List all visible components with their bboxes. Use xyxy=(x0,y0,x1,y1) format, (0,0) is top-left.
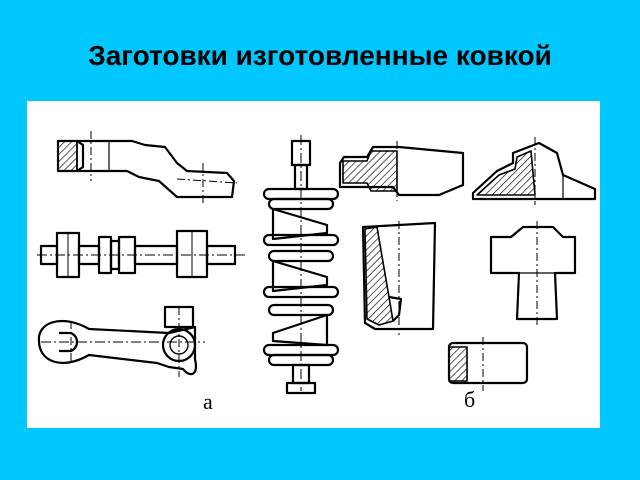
cylindrical-billet-forging xyxy=(447,337,529,391)
group-b-label: б xyxy=(464,387,476,412)
forging-drawing-panel: а б xyxy=(27,101,600,428)
forgings-diagram xyxy=(37,131,597,395)
stepped-shaft-forging xyxy=(37,229,247,279)
fork-lever-forging xyxy=(37,305,205,377)
cup-forging xyxy=(361,221,437,335)
gear-blank-forging xyxy=(489,221,577,327)
stepped-block-forging xyxy=(338,141,465,201)
flanged-hub-forging xyxy=(471,137,597,205)
crankshaft-forging xyxy=(262,135,340,395)
slide-title: Заготовки изготовленные ковкой xyxy=(88,40,552,71)
bent-lever-forging xyxy=(56,131,238,205)
group-a-label: а xyxy=(203,389,213,414)
